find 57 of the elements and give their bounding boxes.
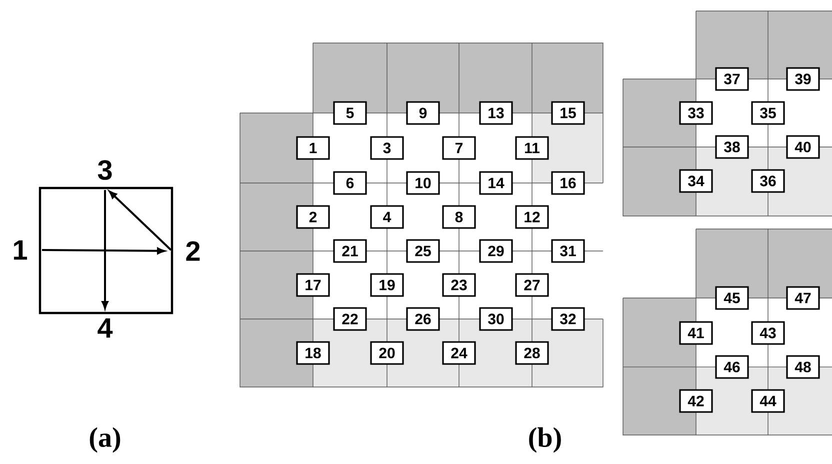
direction-number: 3 <box>98 160 112 180</box>
arrow <box>102 190 108 309</box>
number-box: 23 <box>442 273 476 297</box>
number-box: 24 <box>442 341 476 365</box>
number-box: 16 <box>551 171 585 195</box>
number-box: 40 <box>786 135 820 159</box>
number-box: 3 <box>370 136 404 160</box>
number-box: 7 <box>442 136 476 160</box>
number-box: 48 <box>786 355 820 379</box>
number-box: 45 <box>715 286 749 310</box>
number-box: 10 <box>406 171 440 195</box>
number-box: 36 <box>751 169 785 193</box>
number-box: 38 <box>715 135 749 159</box>
number-box: 46 <box>715 355 749 379</box>
number-box: 18 <box>296 341 330 365</box>
panel-label: (a) <box>90 427 120 453</box>
direction-number: 1 <box>14 240 27 260</box>
number-box: 26 <box>406 307 440 331</box>
number-box: 31 <box>551 239 585 263</box>
number-box: 37 <box>715 67 749 91</box>
number-box: 21 <box>333 239 367 263</box>
number-box: 4 <box>370 205 404 229</box>
number-box: 9 <box>406 101 440 125</box>
number-box: 33 <box>679 101 713 125</box>
number-box: 1 <box>296 136 330 160</box>
number-box: 15 <box>551 101 585 125</box>
number-box: 11 <box>515 136 549 160</box>
number-box: 25 <box>406 239 440 263</box>
number-box: 19 <box>370 273 404 297</box>
number-box: 35 <box>751 101 785 125</box>
direction-number: 4 <box>98 318 113 338</box>
number-box: 29 <box>479 239 513 263</box>
number-box: 44 <box>751 389 785 413</box>
direction-number: 2 <box>186 241 200 261</box>
number-box: 27 <box>515 273 549 297</box>
number-box: 14 <box>479 171 513 195</box>
number-box: 6 <box>333 171 367 195</box>
number-box: 43 <box>751 321 785 345</box>
number-box: 39 <box>786 67 820 91</box>
number-box: 47 <box>786 286 820 310</box>
number-box: 32 <box>551 307 585 331</box>
number-box: 20 <box>370 341 404 365</box>
number-box: 28 <box>515 341 549 365</box>
number-box: 42 <box>679 389 713 413</box>
number-box: 12 <box>515 205 549 229</box>
number-box: 41 <box>679 321 713 345</box>
arrow <box>42 248 165 254</box>
panel-label: (b) <box>529 427 561 453</box>
number-box: 2 <box>296 205 330 229</box>
number-box: 34 <box>679 169 713 193</box>
number-box: 30 <box>479 307 513 331</box>
number-box: 5 <box>333 101 367 125</box>
number-box: 8 <box>442 205 476 229</box>
number-box: 17 <box>296 273 330 297</box>
number-box: 22 <box>333 307 367 331</box>
number-box: 13 <box>479 101 513 125</box>
arrow <box>109 190 172 251</box>
